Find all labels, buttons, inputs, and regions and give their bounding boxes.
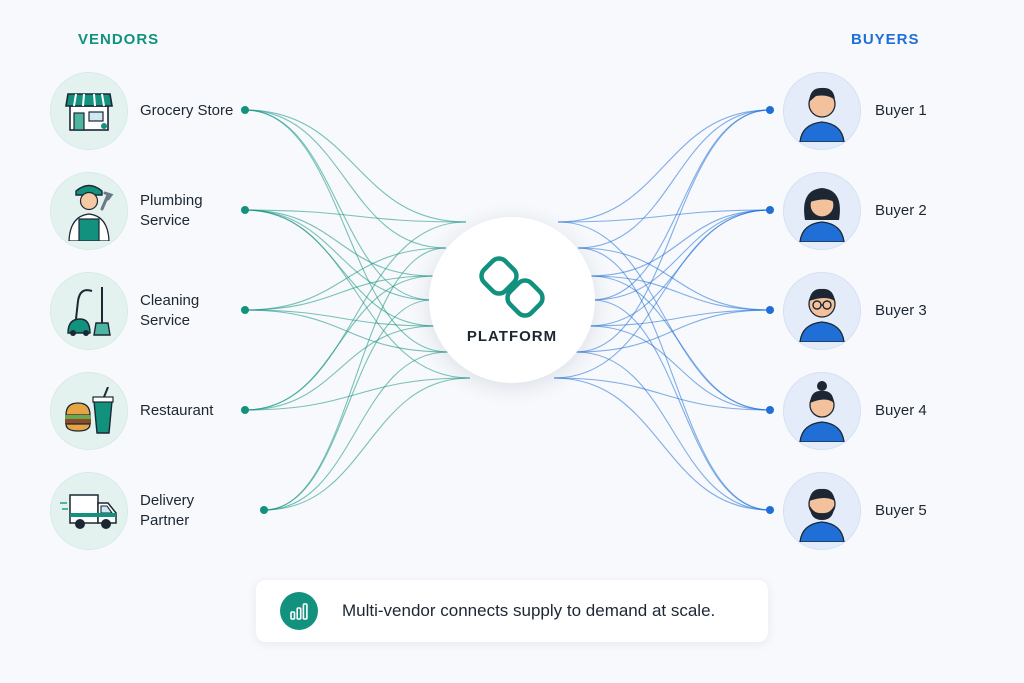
vendor-restaurant: Restaurant (50, 372, 240, 450)
vendor-connector-dot (260, 506, 268, 514)
buyer-1: Buyer 1 (783, 72, 927, 150)
buyer-label: Buyer 2 (875, 202, 927, 219)
buyer-label: Buyer 1 (875, 102, 927, 119)
buyer-connection-line (553, 377, 771, 511)
buyer-connection-line (557, 209, 771, 223)
person-avatar-icon (783, 272, 861, 350)
person-avatar-icon (783, 72, 861, 150)
buyer-connection-line (587, 325, 771, 411)
vendor-connection-line (244, 325, 437, 411)
vendor-connection-line (244, 309, 437, 327)
buyer-connection-line (589, 275, 771, 411)
vendor-cleaning-service: Cleaning Service (50, 272, 240, 350)
vendor-grocery-store: Grocery Store (50, 72, 240, 150)
vendor-connection-line (244, 109, 449, 353)
vendor-connection-line (244, 247, 447, 311)
buyer-connection-line (587, 309, 771, 327)
vendor-delivery-partner: Delivery Partner (50, 472, 240, 550)
vacuum-cleaner-icon (50, 272, 128, 350)
buyer-connection-line (589, 209, 771, 277)
buyer-connection-line (575, 109, 771, 353)
buyer-3: Buyer 3 (783, 272, 927, 350)
linked-chain-icon (479, 255, 545, 318)
vendor-label: Cleaning Service (140, 292, 200, 329)
vendor-label: Delivery Partner (140, 492, 195, 529)
buyer-connector-dot (766, 206, 774, 214)
buyer-connection-line (591, 209, 771, 301)
vendors-heading: VENDORS (78, 31, 160, 48)
buyer-connection-line (591, 299, 771, 511)
vendor-connector-dot (241, 406, 249, 414)
vendor-label: Restaurant (140, 402, 214, 419)
vendor-connection-line (244, 377, 471, 411)
buyer-connection-line (577, 247, 771, 311)
vendor-connector-dot (241, 206, 249, 214)
vendor-connection-line (244, 109, 467, 223)
vendor-plumbing-service: Plumbing Service (50, 172, 240, 250)
platform-label: PLATFORM (466, 327, 558, 345)
buyer-label: Buyer 4 (875, 402, 927, 419)
buyer-5: Buyer 5 (783, 472, 927, 550)
vendor-connector-dot (241, 306, 249, 314)
vendor-connection-line (244, 275, 435, 311)
storefront-icon (50, 72, 128, 150)
person-avatar-icon (783, 172, 861, 250)
buyer-2: Buyer 2 (783, 172, 927, 250)
buyer-connector-dot (766, 506, 774, 514)
buyer-connection-line (553, 377, 771, 411)
buyer-4: Buyer 4 (783, 372, 927, 450)
person-avatar-icon (783, 472, 861, 550)
vendor-connection-line (263, 299, 433, 511)
delivery-van-icon (50, 472, 128, 550)
platform-hub: PLATFORM (429, 217, 595, 383)
buyer-connection-line (589, 275, 771, 311)
person-avatar-icon (783, 372, 861, 450)
bar-chart-icon (280, 592, 318, 630)
vendor-connection-line (244, 275, 435, 411)
vendor-connection-line (244, 209, 433, 301)
buyer-connection-line (575, 351, 771, 511)
footer-text: Multi-vendor connects supply to demand a… (342, 601, 716, 620)
vendor-label: Grocery Store (140, 102, 234, 119)
buyer-connector-dot (766, 306, 774, 314)
vendor-connection-line (263, 351, 449, 511)
buyer-connection-line (577, 247, 771, 511)
buyer-connection-line (553, 209, 771, 379)
burger-and-drink-icon (50, 372, 128, 450)
buyer-connection-line (557, 109, 771, 223)
buyers-heading: BUYERS (851, 31, 920, 48)
vendor-connection-line (244, 209, 467, 223)
buyer-connector-dot (766, 106, 774, 114)
vendor-connection-line (263, 377, 471, 511)
buyer-label: Buyer 3 (875, 302, 927, 319)
plumber-icon (50, 172, 128, 250)
buyer-connection-line (591, 109, 771, 301)
footer-card: Multi-vendor connects supply to demand a… (256, 580, 768, 642)
vendor-label: Plumbing Service (140, 192, 203, 229)
buyer-connection-line (577, 109, 771, 249)
vendor-connection-line (244, 209, 471, 379)
vendor-connector-dot (241, 106, 249, 114)
buyer-connector-dot (766, 406, 774, 414)
buyer-label: Buyer 5 (875, 502, 927, 519)
